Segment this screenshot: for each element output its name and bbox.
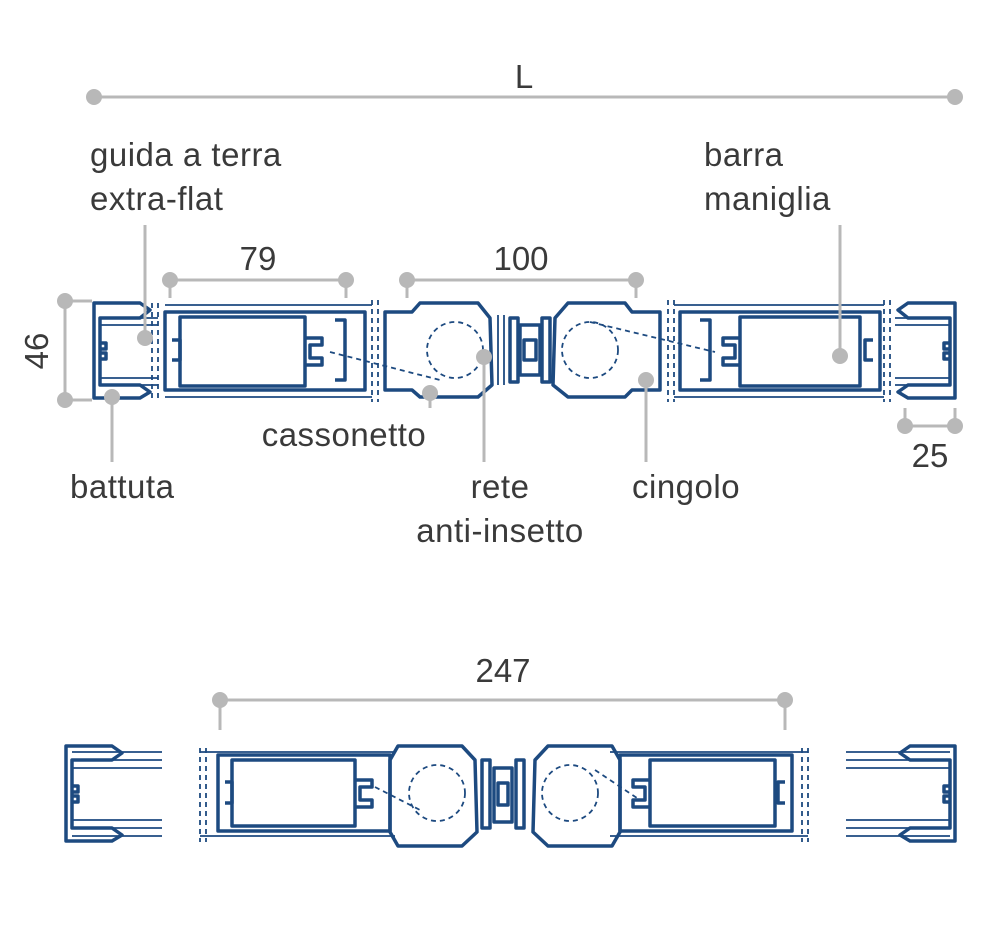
dimension-panel-width: 79	[162, 240, 354, 298]
label-belt: cingolo	[632, 468, 740, 505]
right-housing-profile	[551, 300, 716, 402]
right-jamb-profile-closed	[846, 744, 957, 843]
callout-ground-guide	[137, 225, 153, 346]
center-connector-profile	[508, 316, 552, 384]
left-housing-profile	[329, 301, 505, 399]
dimension-height: 46	[18, 293, 92, 408]
dimension-closed-width: 247	[212, 652, 793, 730]
left-jamb-profile	[92, 301, 159, 400]
dimension-overall-width: L	[86, 58, 963, 105]
dimension-guide-width-label: 25	[912, 437, 949, 474]
label-handle-bar-line2: maniglia	[704, 180, 831, 217]
right-panel-profile	[674, 300, 891, 402]
callout-housing	[422, 385, 438, 408]
callout-mesh	[476, 349, 492, 462]
label-handle-bar-line1: barra	[704, 136, 784, 173]
label-ground-guide-line1: guida a terra	[90, 136, 282, 173]
dimension-guide-width: 25	[897, 408, 963, 474]
dimension-center-width: 100	[399, 240, 644, 298]
dimension-height-label: 46	[18, 333, 55, 370]
label-stop: battuta	[70, 468, 175, 505]
dimension-overall-width-label: L	[515, 58, 533, 95]
closed-assembly-profile	[199, 744, 809, 848]
right-jamb-profile	[895, 301, 957, 400]
label-mesh-line1: rete	[471, 468, 530, 505]
dimension-panel-width-label: 79	[240, 240, 277, 277]
left-panel-profile	[163, 300, 379, 402]
callout-stop	[104, 389, 120, 462]
callout-handle-bar	[832, 225, 848, 364]
callout-belt	[638, 372, 654, 462]
label-ground-guide-line2: extra-flat	[90, 180, 223, 217]
dimension-closed-width-label: 247	[475, 652, 530, 689]
dimension-center-width-label: 100	[493, 240, 548, 277]
label-housing: cassonetto	[262, 416, 427, 453]
left-jamb-profile-closed	[64, 744, 162, 843]
label-mesh-line2: anti-insetto	[416, 512, 583, 549]
